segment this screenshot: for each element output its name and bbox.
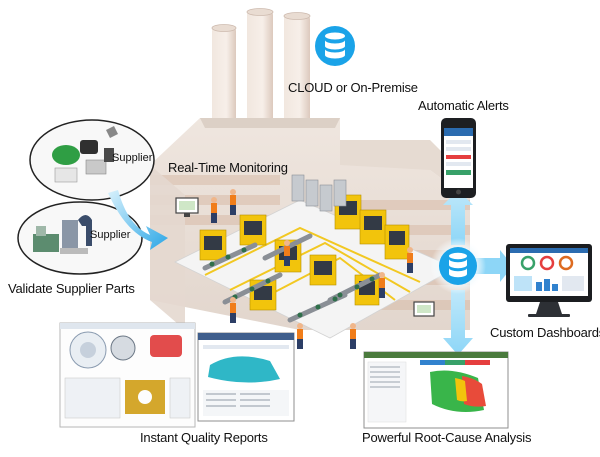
machine (239, 214, 267, 246)
machine (359, 209, 387, 245)
supplier-label-bottom: Supplier (90, 229, 131, 241)
cloud-label: CLOUD or On-Premise (288, 80, 418, 95)
workers (211, 189, 413, 349)
monitoring-label: Real-Time Monitoring (168, 160, 288, 175)
root-cause-label: Powerful Root-Cause Analysis (362, 430, 532, 445)
supply-arrow-icon (108, 190, 168, 250)
quality-label: Instant Quality Reports (140, 430, 268, 445)
validate-label: Validate Supplier Parts (8, 281, 135, 296)
arrow-up-icon (443, 190, 473, 245)
worker (379, 272, 385, 298)
worker (407, 247, 413, 273)
desk-monitor-icon (413, 301, 435, 317)
worker (350, 323, 356, 349)
desk-monitor-icon (175, 197, 199, 217)
chimney (212, 28, 236, 128)
smartphone-icon (441, 118, 476, 198)
worker (230, 189, 236, 215)
chimney (247, 12, 273, 127)
root-cause-window (363, 351, 509, 429)
cloud-database-icon (315, 26, 355, 66)
machine (199, 229, 227, 261)
machine (384, 224, 410, 260)
worker (297, 323, 303, 349)
worker (211, 197, 217, 223)
quality-report-window-front (197, 332, 295, 422)
chimney (284, 16, 310, 131)
dashboard-monitor-icon (506, 244, 592, 317)
dashboards-label: Custom Dashboards (490, 325, 600, 340)
server-racks (291, 174, 347, 212)
supplier-bubble-bottom (17, 201, 143, 275)
quality-report-window (59, 322, 196, 428)
worker (284, 240, 290, 266)
data-hub (430, 190, 513, 355)
supplier-bubble-top (29, 119, 155, 201)
worker (230, 297, 236, 323)
supplier-label-top: Supplier (112, 152, 153, 164)
alerts-label: Automatic Alerts (418, 98, 509, 113)
machine (309, 254, 337, 286)
arrow-down-icon (443, 290, 473, 355)
